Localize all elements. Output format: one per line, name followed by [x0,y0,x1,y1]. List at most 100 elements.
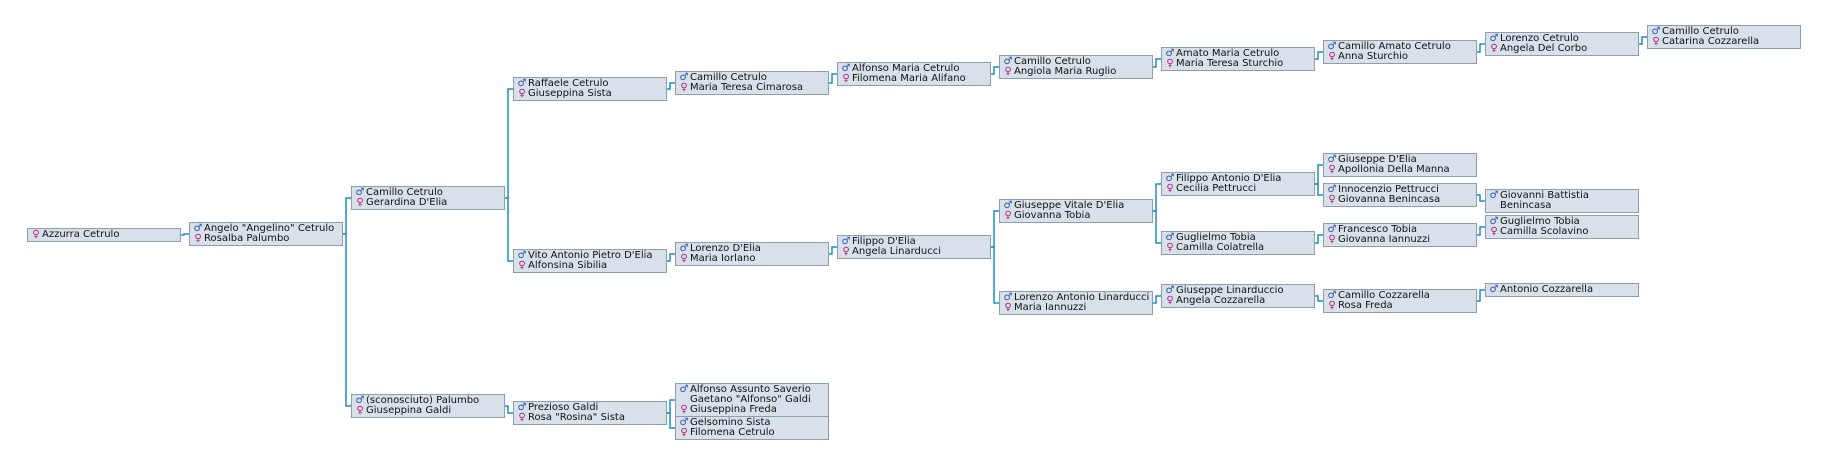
person-name: Amato Maria Cetrulo [1176,48,1280,59]
person-box-lorenzo-corbo[interactable]: ♂Lorenzo Cetrulo♀Angela Del Corbo [1485,32,1639,56]
person-name: Camillo Cetrulo [366,187,443,198]
person-name: Catarina Cozzarella [1662,36,1760,47]
person-box-alfonso-galdi[interactable]: ♂Alfonso Assunto Saverio Gaetano "Alfons… [675,383,829,417]
male-person-line: ♂Angelo "Angelino" Cetrulo [192,224,340,234]
female-person-line: ♀Rosa Freda [1326,301,1474,311]
person-box-giuseppe-lin[interactable]: ♂Giuseppe Linarduccio♀Angela Cozzarella [1161,284,1315,308]
person-name: Filomena Maria Alifano [852,73,966,84]
female-symbol-icon: ♀ [1652,36,1660,47]
male-person-line: ♂Francesco Tobia [1326,225,1474,235]
male-person-line: ♂Amato Maria Cetrulo [1164,49,1312,59]
person-box-prezioso[interactable]: ♂Prezioso Galdi♀Rosa "Rosina" Sista [513,401,667,425]
person-box-giuseppe-delia[interactable]: ♂Giuseppe D'Elia♀Apollonia Della Manna [1323,153,1477,177]
male-person-line: ♂Lorenzo Cetrulo [1488,34,1636,44]
connector-line [343,233,351,407]
person-name: Angiola Maria Ruglio [1014,66,1117,77]
female-symbol-icon: ♀ [842,73,850,84]
female-symbol-icon: ♀ [356,405,364,416]
person-name: Camillo Cetrulo [690,72,767,83]
connector-line [1315,164,1323,185]
person-name: Giuseppe Linarduccio [1176,285,1284,296]
male-symbol-icon: ♂ [1327,290,1337,301]
person-box-guglielmo2[interactable]: ♂Guglielmo Tobia♀Camilla Scolavino [1485,215,1639,239]
person-name: Lorenzo Antonio Linarducci [1014,292,1150,303]
person-box-alfonso-maria[interactable]: ♂Alfonso Maria Cetrulo♀Filomena Maria Al… [837,62,991,86]
person-box-innocenzio[interactable]: ♂Innocenzio Pettrucci♀Giovanna Benincasa [1323,183,1477,207]
person-box-camillo1[interactable]: ♂Camillo Cetrulo♀Gerardina D'Elia [351,186,505,210]
female-person-line: ♀Filomena Maria Alifano [840,74,988,84]
person-box-sconosciuto[interactable]: ♂(sconosciuto) Palumbo♀Giuseppina Galdi [351,394,505,418]
female-person-line: ♀Giuseppina Sista [516,89,664,99]
person-box-giuseppe-vitale[interactable]: ♂Giuseppe Vitale D'Elia♀Giovanna Tobia [999,199,1153,223]
person-name: Apollonia Della Manna [1338,164,1450,175]
person-box-azzurra[interactable]: ♀Azzurra Cetrulo [27,228,181,242]
female-symbol-icon: ♀ [1328,194,1336,205]
female-symbol-icon: ♀ [194,233,202,244]
male-symbol-icon: ♂ [1165,48,1175,59]
person-box-raffaele[interactable]: ♂Raffaele Cetrulo♀Giuseppina Sista [513,77,667,101]
female-person-line: ♀Alfonsina Sibilia [516,261,664,271]
person-box-angelo[interactable]: ♂Angelo "Angelino" Cetrulo♀Rosalba Palum… [189,222,343,246]
male-symbol-icon: ♂ [517,402,527,413]
connector-line [667,82,675,90]
connector-line [1315,295,1323,302]
male-person-line: ♂Vito Antonio Pietro D'Elia [516,251,664,261]
connector-line [829,246,837,255]
person-box-lorenzo-delia[interactable]: ♂Lorenzo D'Elia♀Maria Iorlano [675,242,829,266]
female-person-line: ♀Filomena Cetrulo [678,428,826,438]
person-name: Rosalba Palumbo [204,233,290,244]
male-symbol-icon: ♂ [355,395,365,406]
person-box-francesco[interactable]: ♂Francesco Tobia♀Giovanna Iannuzzi [1323,223,1477,247]
male-person-line: ♂Camillo Cozzarella [1326,291,1474,301]
person-box-camillo-amato[interactable]: ♂Camillo Amato Cetrulo♀Anna Sturchio [1323,40,1477,64]
female-person-line: ♀Giovanna Iannuzzi [1326,235,1474,245]
male-person-line: ♂Camillo Cetrulo [354,188,502,198]
male-symbol-icon: ♂ [1651,26,1661,37]
person-name: Giuseppina Freda [690,404,777,415]
female-symbol-icon: ♀ [518,412,526,423]
person-box-lorenzo-antonio[interactable]: ♂Lorenzo Antonio Linarducci♀Maria Iannuz… [999,291,1153,315]
person-box-camillo-cozz[interactable]: ♂Camillo Cozzarella♀Rosa Freda [1323,289,1477,313]
connector-line [991,66,999,75]
person-box-filippo[interactable]: ♂Filippo D'Elia♀Angela Linarducci [837,235,991,259]
person-name: Giuseppina Galdi [366,405,452,416]
female-symbol-icon: ♀ [1328,164,1336,175]
person-box-antonio-cozz[interactable]: ♂Antonio Cozzarella [1485,283,1639,297]
male-person-line: ♂Alfonso Assunto Saverio Gaetano "Alfons… [678,385,826,405]
female-symbol-icon: ♀ [680,404,688,415]
person-name: Angela Cozzarella [1176,295,1266,306]
female-person-line: ♀Angiola Maria Ruglio [1002,67,1150,77]
person-box-filippo-antonio[interactable]: ♂Filippo Antonio D'Elia♀Cecilia Pettrucc… [1161,172,1315,196]
female-person-line: ♀Anna Sturchio [1326,52,1474,62]
person-name: Filippo D'Elia [852,236,916,247]
person-box-amato[interactable]: ♂Amato Maria Cetrulo♀Maria Teresa Sturch… [1161,47,1315,71]
male-person-line: ♂Guglielmo Tobia [1164,233,1312,243]
connector-line [343,197,351,235]
person-box-vito[interactable]: ♂Vito Antonio Pietro D'Elia♀Alfonsina Si… [513,249,667,273]
male-symbol-icon: ♂ [1327,154,1337,165]
female-symbol-icon: ♀ [1166,295,1174,306]
person-name: Giovanna Benincasa [1338,194,1441,205]
female-symbol-icon: ♀ [1166,58,1174,69]
person-box-giovanni-battista[interactable]: ♂Giovanni Battistia Benincasa [1485,189,1639,213]
person-box-gelsomino[interactable]: ♂Gelsomino Sista♀Filomena Cetrulo [675,416,829,440]
connector-line [1315,183,1323,196]
person-box-camillo3[interactable]: ♂Camillo Cetrulo♀Angiola Maria Ruglio [999,55,1153,79]
female-person-line: ♀Maria Teresa Cimarosa [678,83,826,93]
person-box-camillo2[interactable]: ♂Camillo Cetrulo♀Maria Teresa Cimarosa [675,71,829,95]
male-person-line: ♂Prezioso Galdi [516,403,664,413]
connector-line [1477,43,1485,53]
person-box-camillo-catarina[interactable]: ♂Camillo Cetrulo♀Catarina Cozzarella [1647,25,1801,49]
person-name: Angela Del Corbo [1500,43,1588,54]
female-person-line: ♀Azzurra Cetrulo [30,230,178,240]
male-symbol-icon: ♂ [1003,292,1013,303]
female-symbol-icon: ♀ [518,260,526,271]
person-name: Lorenzo Cetrulo [1500,33,1579,44]
female-symbol-icon: ♀ [1328,51,1336,62]
person-name: Raffaele Cetrulo [528,78,609,89]
female-person-line: ♀Camilla Scolavino [1488,227,1636,237]
connector-line [1153,210,1161,244]
person-box-guglielmo1[interactable]: ♂Guglielmo Tobia♀Camilla Colatrella [1161,231,1315,255]
person-name: Giovanni Battistia Benincasa [1500,190,1589,211]
connector-line [1639,36,1647,45]
